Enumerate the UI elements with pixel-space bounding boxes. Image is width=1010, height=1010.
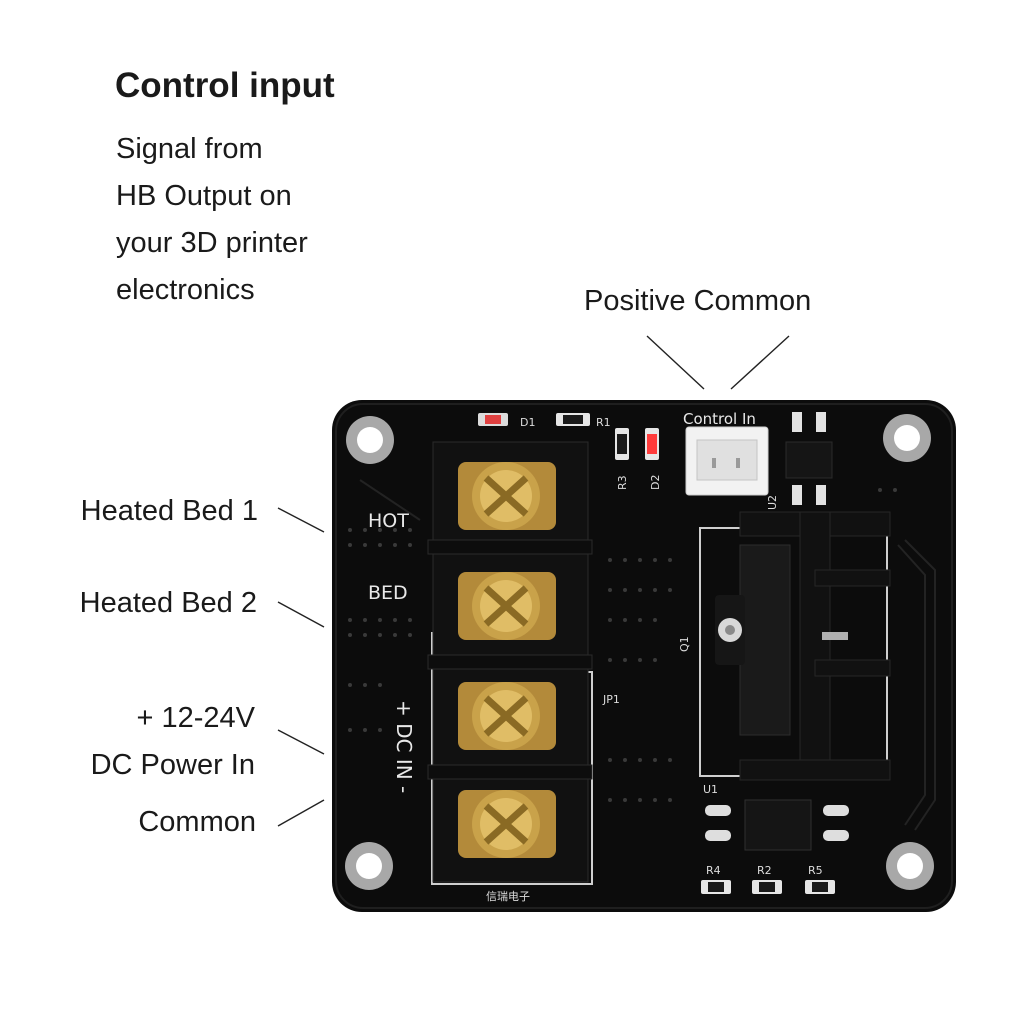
leader-line [277,507,325,533]
mounting-hole [883,414,931,462]
terminal-screw [458,572,556,640]
heatsink-screw [822,632,848,640]
resistor-r1 [556,413,590,426]
resistor-r2 [752,880,782,894]
silk-r1: R1 [596,416,611,429]
terminal-screw [458,682,556,750]
silk-r5: R5 [808,864,823,877]
control-in-connector [685,426,769,496]
silk-control-in: Control In [683,410,756,428]
mounting-hole [886,842,934,890]
leader-line [277,601,325,628]
pcb-traces [359,479,936,831]
silk-d2: D2 [649,475,662,490]
pcb-board [332,400,956,912]
silk-r4: R4 [706,864,721,877]
silk-r2: R2 [757,864,772,877]
led-d2 [645,428,659,460]
positive-common-label: Positive Common [584,285,812,317]
terminal-screw [458,790,556,858]
heated-bed-1-label: Heated Bed 1 [80,495,258,527]
mounting-hole [346,416,394,464]
silk-jp1: JP1 [602,693,620,706]
mounting-hole [345,842,393,890]
silk-d1: D1 [520,416,535,429]
dc-power-voltage-label: + 12-24V [136,702,255,734]
heatsink [739,511,891,781]
silk-bed: BED [368,582,408,604]
common-label: Common [138,806,256,838]
leader-line [646,335,705,390]
silk-dc-in: + DC IN - [392,700,416,793]
control-input-description: Signal from HB Output on your 3D printer… [116,126,308,314]
terminal-screw [458,462,556,530]
description-line: HB Output on [116,180,292,212]
pcb-edge [335,403,953,909]
leader-line [730,335,790,390]
resistor-r4 [701,880,731,894]
silk-q1: Q1 [678,636,691,652]
leader-line [277,799,325,827]
description-line: electronics [116,274,255,306]
description-line: Signal from [116,133,263,165]
dc-power-in-label: DC Power In [90,749,255,781]
mosfet-q1 [715,595,745,665]
callout-leader-lines [277,335,790,827]
regulator-u2 [785,412,833,505]
led-d1 [478,413,508,426]
leader-line [277,729,325,755]
optocoupler-u1 [705,799,849,851]
heated-bed-2-label: Heated Bed 2 [79,587,257,619]
silk-hot: HOT [368,510,409,532]
resistor-r5 [805,880,835,894]
silk-u1: U1 [703,783,718,796]
resistor-r3 [615,428,629,460]
silk-u2: U2 [766,495,779,510]
silk-maker: 信瑞电子 [486,889,530,903]
description-line: your 3D printer [116,227,308,259]
silk-r3: R3 [616,475,629,490]
control-input-title: Control input [115,66,335,105]
